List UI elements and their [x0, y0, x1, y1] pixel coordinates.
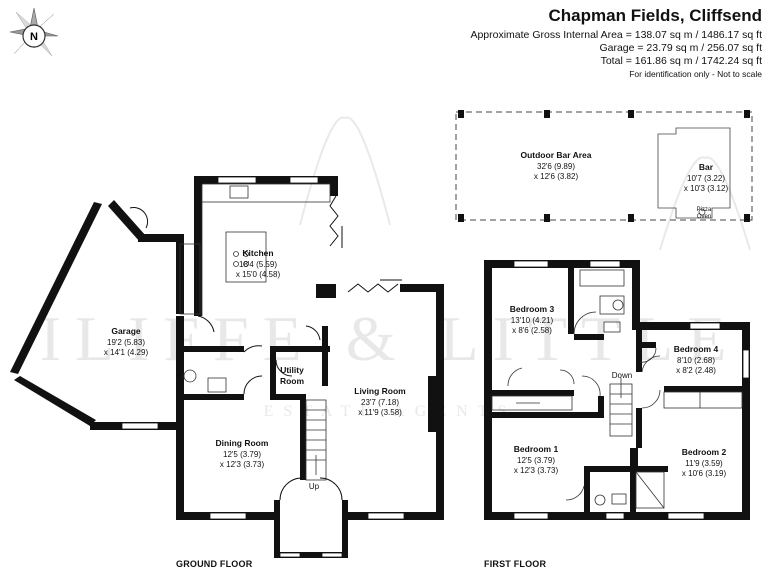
- living-room-name: Living Room: [354, 386, 406, 396]
- dining-room-name: Dining Room: [216, 438, 269, 448]
- dining-room-dim2: x 12'3 (3.73): [220, 460, 265, 469]
- garage-area-text: Garage = 23.79 sq m / 256.07 sq ft: [599, 42, 762, 54]
- living-room-dim1: 23'7 (7.18): [361, 398, 399, 407]
- bedroom2-dim2: x 10'6 (3.19): [682, 469, 727, 478]
- garage-dim1: 19'2 (5.83): [107, 338, 145, 347]
- first-floor-label: FIRST FLOOR: [484, 559, 547, 569]
- bedroom2-dim1: 11'9 (3.59): [685, 459, 723, 468]
- bedroom4-dim1: 8'10 (2.68): [677, 356, 715, 365]
- total-area-text: Total = 161.86 sq m / 1742.24 sq ft: [600, 55, 762, 67]
- garage-name: Garage: [111, 326, 141, 336]
- first-floor-plan: Outdoor Bar Area 32'6 (9.89) x 12'6 (3.8…: [455, 110, 753, 520]
- pizza-oven-line2: Oven: [697, 214, 711, 220]
- bedroom2-name: Bedroom 2: [682, 447, 727, 457]
- watermark: ILIFFE & LITTLE ESTATE AGENTS: [40, 116, 751, 420]
- outdoor-bar-name: Outdoor Bar Area: [520, 150, 591, 160]
- dining-room-dim1: 12'5 (3.79): [223, 450, 261, 459]
- pizza-oven-line1: Pizza: [697, 207, 712, 213]
- first-stair-label: Down: [612, 371, 632, 380]
- gross-area-text: Approximate Gross Internal Area = 138.07…: [470, 29, 762, 41]
- watermark-text: ILIFFE & LITTLE: [40, 303, 741, 374]
- property-title: Chapman Fields, Cliffsend: [548, 6, 762, 25]
- bedroom1-dim1: 12'5 (3.79): [517, 456, 555, 465]
- utility-name: Utility: [280, 365, 304, 375]
- ground-floor-label: GROUND FLOOR: [176, 559, 253, 569]
- bedroom1-name: Bedroom 1: [514, 444, 559, 454]
- living-room-dim2: x 11'9 (3.58): [358, 408, 402, 417]
- bar-name: Bar: [699, 162, 714, 172]
- compass-icon: N: [9, 7, 59, 57]
- outdoor-bar-dim1: 32'6 (9.89): [537, 162, 575, 171]
- disclaimer-note: For identification only - Not to scale: [629, 69, 762, 79]
- bedroom1-dim2: x 12'3 (3.73): [514, 466, 559, 475]
- ground-stair-label: Up: [309, 482, 320, 491]
- utility-name2: Room: [280, 376, 305, 386]
- kitchen-name: Kitchen: [242, 248, 273, 258]
- ground-floor-plan: Kitchen 18'4 (5.59) x 15'0 (4.58) Garage…: [10, 176, 444, 558]
- bedroom3-name: Bedroom 3: [510, 304, 555, 314]
- compass-letter: N: [30, 31, 38, 43]
- bedroom4-name: Bedroom 4: [674, 344, 719, 354]
- kitchen-dim2: x 15'0 (4.58): [236, 270, 281, 279]
- bedroom4-dim2: x 8'2 (2.48): [676, 366, 716, 375]
- bedroom3-dim2: x 8'6 (2.58): [512, 326, 552, 335]
- outdoor-bar-dim2: x 12'6 (3.82): [534, 172, 579, 181]
- watermark-subtext: ESTATE AGENTS: [264, 403, 517, 420]
- kitchen-dim1: 18'4 (5.59): [239, 260, 277, 269]
- bar-dim2: x 10'3 (3.12): [684, 184, 729, 193]
- garage-dim2: x 14'1 (4.29): [104, 348, 149, 357]
- bar-dim1: 10'7 (3.22): [687, 174, 725, 183]
- bedroom3-dim1: 13'10 (4.21): [511, 316, 554, 325]
